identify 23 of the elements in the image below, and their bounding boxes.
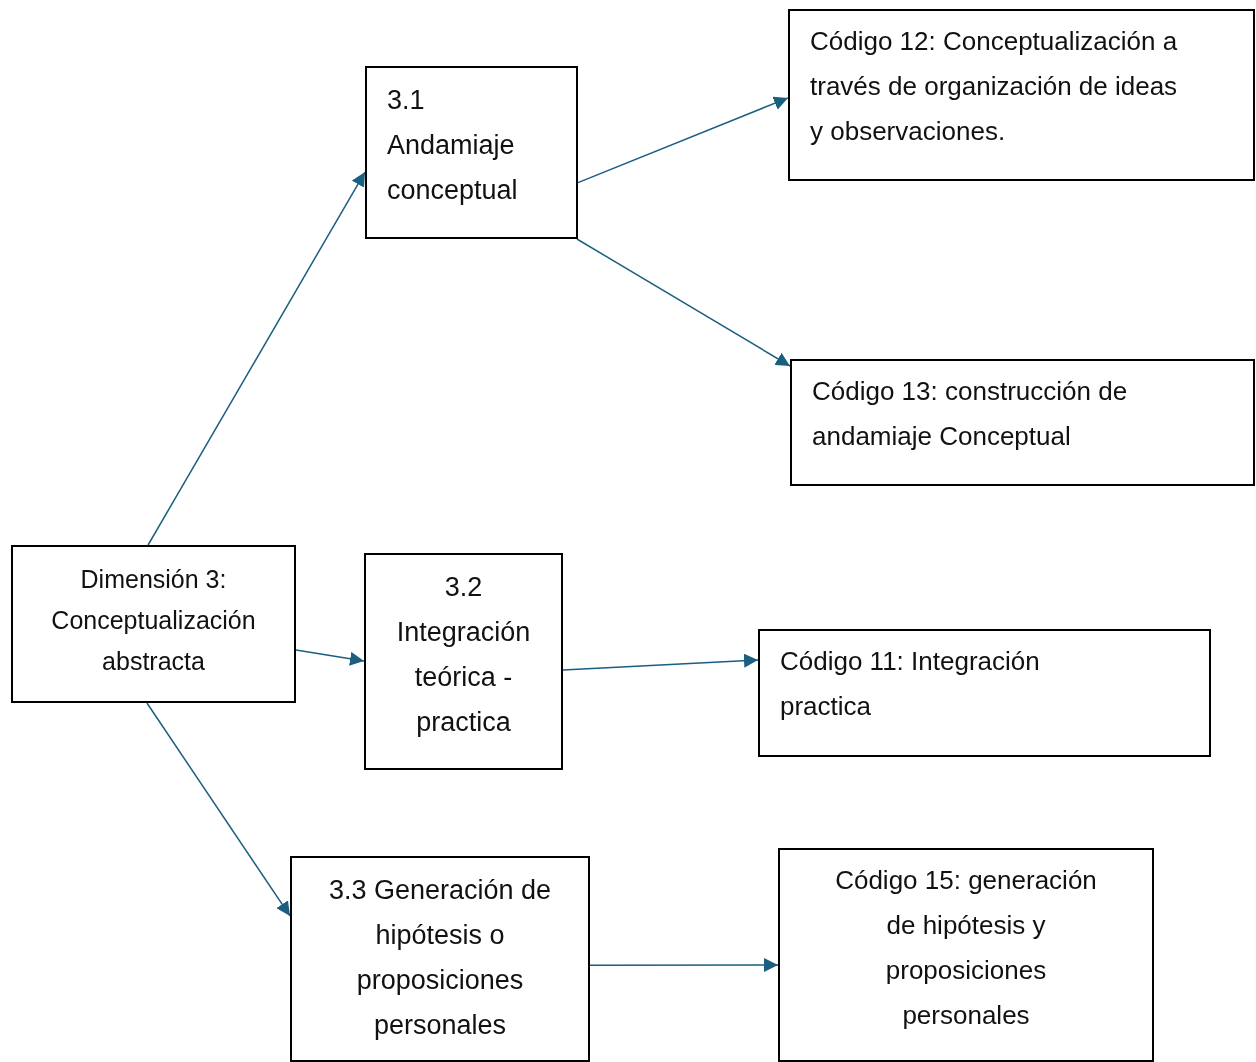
arrow [577, 96, 789, 184]
arrow [576, 238, 791, 367]
box-text: Código 13: construcción de andamiaje Conceptual [812, 375, 1129, 453]
box-text: 3.2 Integración teórica - practica [395, 571, 532, 739]
box-text: Código 11: Integración practica [780, 645, 1041, 723]
arrow [147, 171, 366, 546]
box-text: 3.3 Generación de hipótesis o proposiciones personales [327, 874, 553, 1042]
process-box [365, 66, 578, 239]
arrow [295, 649, 365, 666]
box-text: Código 15: generación de hipótesis y proposiciones personales [834, 864, 1098, 1032]
process-box [11, 545, 296, 703]
process-box [364, 553, 563, 770]
arrow [146, 702, 291, 917]
arrow [562, 653, 759, 671]
process-box [790, 359, 1255, 486]
box-text: Dimensión 3: Conceptualización abstracta [50, 564, 257, 677]
box-text: Código 12: Conceptualización a través de organización de ideas y observaciones. [810, 25, 1179, 148]
process-box [778, 848, 1154, 1062]
arrow [589, 958, 779, 973]
process-box [788, 9, 1255, 181]
process-box [290, 856, 590, 1062]
process-box [758, 629, 1211, 757]
box-text: 3.1 Andamiaje conceptual [387, 84, 519, 207]
